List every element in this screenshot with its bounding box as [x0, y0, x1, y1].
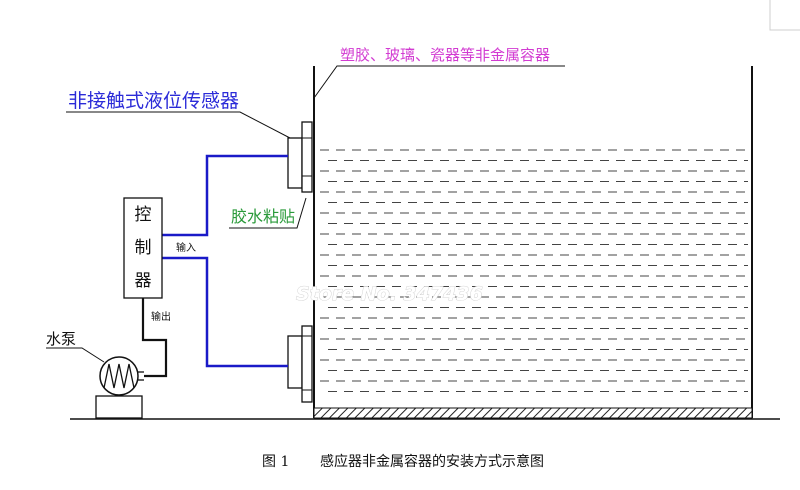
liquid-lines	[320, 149, 748, 392]
controller-char-3: 器	[135, 271, 152, 291]
signal-wires	[162, 154, 288, 368]
material-label: 塑胶、玻璃、瓷器等非金属容器	[340, 46, 550, 64]
water-pump	[95, 356, 144, 419]
pump-leader	[46, 347, 105, 363]
sensor-leader	[66, 111, 291, 139]
controller-char-1: 控	[135, 205, 152, 225]
page-corner-mark	[769, 0, 800, 31]
sensor-label: 非接触式液位传感器	[68, 90, 239, 112]
wire-output	[141, 298, 168, 378]
glue-leader	[229, 197, 307, 229]
wire-lower	[162, 256, 288, 368]
glue-label: 胶水粘贴	[231, 207, 295, 226]
sensor-top	[287, 121, 313, 193]
controller-char-2: 制	[135, 238, 152, 258]
controller: 控 制 器	[123, 197, 163, 299]
input-label: 输入	[176, 241, 196, 254]
container-bottom-hatch	[313, 407, 753, 419]
watermark: Store No. 347436	[296, 283, 483, 305]
output-label: 输出	[151, 310, 171, 323]
material-leader	[313, 65, 565, 99]
pump-label: 水泵	[46, 330, 76, 348]
sensor-bottom	[287, 325, 313, 403]
container	[313, 66, 753, 419]
wire-upper	[162, 154, 288, 237]
caption-text: 感应器非金属容器的安装方式示意图	[320, 453, 544, 470]
caption-figure-number: 图 1	[262, 454, 289, 470]
